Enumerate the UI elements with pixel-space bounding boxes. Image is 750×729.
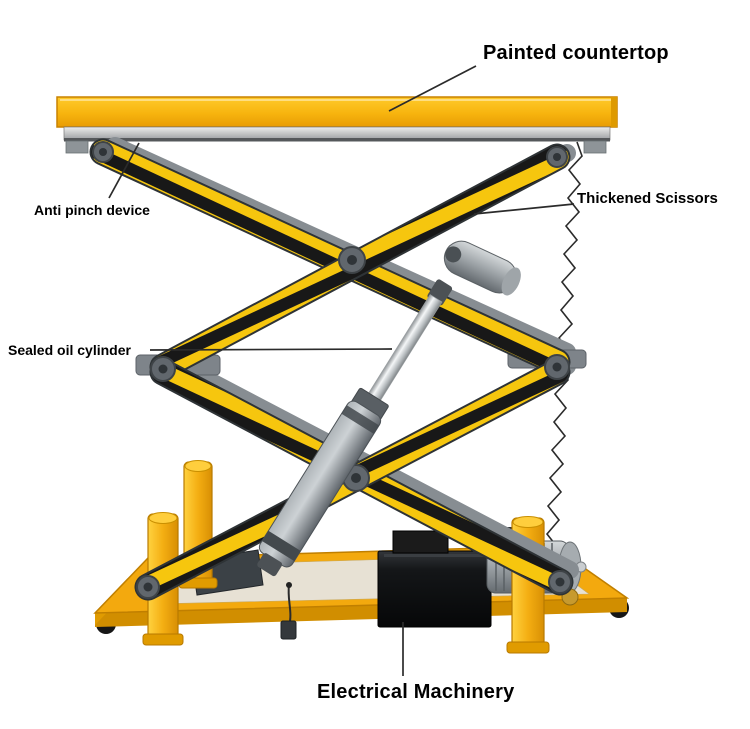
pivot-bolts	[92, 141, 572, 599]
cylinder-foot	[257, 553, 283, 577]
leader-sealed-oil-cylinder	[149, 348, 393, 351]
label-anti-pinch-device: Anti pinch device	[34, 202, 150, 218]
leader-painted-countertop	[388, 65, 477, 112]
countertop-platform	[56, 96, 618, 154]
cylinder-rod	[364, 294, 443, 408]
leader-lines	[108, 65, 575, 676]
label-thickened-scissors: Thickened Scissors	[577, 190, 718, 207]
label-electrical-machinery: Electrical Machinery	[317, 681, 515, 703]
leader-anti-pinch	[108, 142, 140, 199]
drag-chain	[280, 582, 297, 640]
electric-box	[377, 550, 492, 628]
hazard-arm	[89, 138, 571, 376]
label-painted-countertop: Painted countertop	[483, 42, 669, 64]
cylinder-top-roller	[443, 240, 521, 296]
oil-cylinder	[257, 279, 453, 577]
anti-pinch-strip	[63, 126, 611, 154]
leader-thickened-scissors	[473, 203, 575, 215]
label-sealed-oil-cylinder: Sealed oil cylinder	[8, 342, 131, 358]
